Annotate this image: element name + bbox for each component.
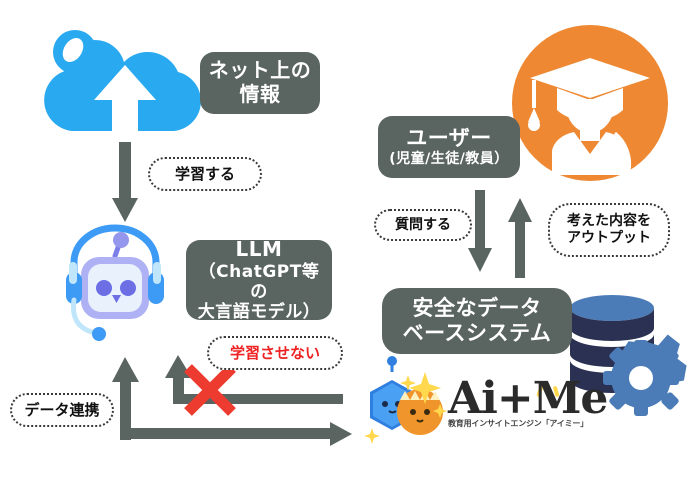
badge-llm: LLM （ChatGPT等の 大言語モデル） [186, 237, 332, 322]
mascot-blue-hexagon-icon [370, 356, 414, 430]
annotation-data-link: データ連携 [10, 393, 114, 427]
badge-safe-database-line2: ベースシステム [402, 321, 552, 345]
annotation-output-line2: アウトプット [567, 230, 651, 246]
badge-internet-info-line2: 情報 [239, 82, 281, 106]
badge-safe-database: 安全なデータ ベースシステム [382, 288, 572, 354]
badge-user-line1: ユーザー [406, 126, 492, 151]
aime-logo-tagline: 教育用インサイトエンジン「アイミー」 [448, 418, 588, 428]
arrow-db-to-user [508, 198, 532, 278]
mascot-orange-round-icon [364, 372, 447, 444]
gear-icon [603, 334, 687, 416]
cloud-upload-icon [44, 30, 201, 132]
badge-internet-info-line1: ネット上の [208, 58, 312, 83]
annotation-output: 考えた内容を アウトプット [548, 203, 670, 257]
aime-logo-name: Ai+Me [448, 373, 608, 424]
annotation-ask-label: 質問する [395, 216, 451, 233]
badge-user-line2: (児童/生徒/教員） [389, 151, 509, 168]
badge-llm-line3: 大言語モデル） [197, 301, 321, 322]
badge-safe-database-line1: 安全なデータ [412, 296, 542, 321]
arrow-cloud-to-llm [112, 142, 138, 222]
arrow-data-link [112, 357, 352, 446]
annotation-no-learn-label: 学習させない [229, 344, 320, 362]
badge-llm-line2: （ChatGPT等の [198, 261, 320, 302]
graduate-user-icon [512, 25, 668, 181]
annotation-learn-label: 学習する [174, 165, 235, 183]
arrow-user-to-db [468, 190, 492, 272]
robot-icon [66, 224, 164, 341]
annotation-ask: 質問する [374, 209, 472, 241]
annotation-data-link-label: データ連携 [24, 401, 100, 419]
annotation-output-line1: 考えた内容を [567, 213, 651, 230]
annotation-no-learn: 学習させない [207, 336, 343, 370]
annotation-learn: 学習する [148, 157, 262, 191]
aime-logo: Ai+Me 教育用インサイトエンジン「アイミー」 [448, 373, 608, 429]
badge-internet-info: ネット上の 情報 [200, 52, 320, 114]
badge-llm-line1: LLM [235, 237, 283, 262]
badge-user: ユーザー (児童/生徒/教員） [378, 116, 520, 178]
red-cross-icon [184, 364, 236, 416]
